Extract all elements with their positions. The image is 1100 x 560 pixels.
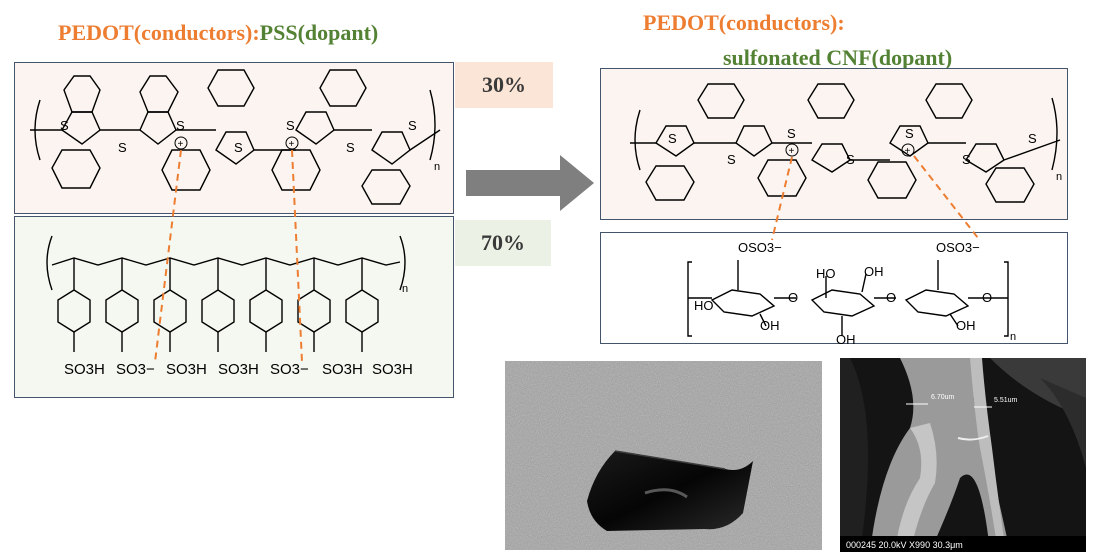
repeat-n: n: [402, 283, 408, 295]
left-title-pedot: PEDOT(conductors):: [58, 20, 260, 45]
cnf-hydroxyl-label-3: OH: [864, 264, 884, 279]
sulfur-label: S: [408, 118, 417, 133]
left-title: PEDOT(conductors):PSS(dopant): [58, 20, 378, 46]
charge-icon: [174, 136, 188, 150]
sulfur-label: S: [176, 118, 185, 133]
sulfonate-label-4: SO3H: [218, 361, 259, 378]
cnf-hydroxyl-label-2: OH: [760, 318, 780, 333]
arrow-icon: [466, 155, 594, 211]
oxygen-label: O: [788, 290, 798, 305]
sulfonate-label-2: SO3−: [116, 361, 155, 378]
oxygen-label: O: [982, 290, 992, 305]
sulfonate-label-6: SO3H: [322, 361, 363, 378]
sulfonate-label-1: SO3H: [64, 361, 105, 378]
charge-icon: [785, 143, 799, 157]
sulfur-label: S: [346, 140, 355, 155]
repeat-n: n: [1010, 331, 1016, 343]
sulfur-label: S: [905, 126, 914, 141]
pedot-chain-left: [30, 69, 441, 205]
cnf-labels: OSO3− OSO3− HO OH OH HO OH OH O O O: [694, 240, 992, 347]
sulfur-label: S: [286, 118, 295, 133]
fiber2-width-label: 5.51um: [994, 397, 1018, 404]
pss-chain: [46, 235, 406, 291]
ionic-interaction-line: [913, 155, 979, 239]
ratio-30-badge: 30%: [455, 62, 553, 108]
film-photo-image: [505, 361, 822, 550]
left-title-pss: PSS(dopant): [259, 20, 379, 45]
sulfur-label: S: [118, 140, 127, 155]
pss-sulfonate-labels: SO3H SO3− SO3H SO3H SO3− SO3H SO3H: [64, 361, 413, 378]
cnf-hydroxyl-label-4: HO: [816, 266, 836, 281]
sem-image: 6.70um 5.51um 000245 20.0kV X990 30.3μm: [840, 358, 1086, 552]
ionic-interaction-line: [771, 156, 793, 241]
sulfur-label: S: [234, 140, 243, 155]
charge-sign: +: [905, 146, 911, 157]
sulfur-label: S: [962, 152, 971, 167]
sulfur-label: S: [1028, 131, 1037, 146]
cnf-hydroxyl-label-5: OH: [836, 332, 856, 347]
sulfur-label: S: [60, 118, 69, 133]
sulfonate-label-3: SO3H: [166, 361, 207, 378]
sulfonate-label-7: SO3H: [372, 361, 413, 378]
right-title-line1: PEDOT(conductors):: [643, 10, 845, 35]
ionic-interaction-line: [291, 149, 303, 363]
sulfonate-label-5: SO3−: [270, 361, 309, 378]
sem-info-bar: 000245 20.0kV X990 30.3μm: [846, 540, 963, 550]
cnf-hydroxyl-label-1: HO: [694, 298, 714, 313]
repeat-n: n: [1056, 171, 1062, 183]
cnf-sulfate-label-1: OSO3−: [738, 240, 782, 255]
sulfur-label: S: [787, 126, 796, 141]
charge-icon: [901, 143, 915, 157]
cnf-sulfate-label-2: OSO3−: [936, 240, 980, 255]
oxygen-label: O: [886, 290, 896, 305]
ratio-70-badge: 70%: [455, 220, 551, 266]
cnf-hydroxyl-label-6: OH: [956, 318, 976, 333]
cnf-box: [600, 232, 1068, 344]
cnf-chain: [687, 260, 1009, 337]
charge-sign: +: [178, 139, 184, 150]
right-title-line2: sulfonated CNF(dopant): [723, 45, 953, 70]
fiber1-width-label: 6.70um: [931, 394, 955, 401]
sulfur-label: S: [846, 152, 855, 167]
repeat-n: n: [434, 161, 440, 173]
sem-micrograph: 6.70um 5.51um 000245 20.0kV X990 30.3μm: [840, 358, 1086, 552]
film-photo: [505, 361, 822, 550]
charge-icon: [285, 136, 299, 150]
sulfur-label: S: [727, 152, 736, 167]
pedot-chain-right: [630, 83, 1061, 203]
pss-benzene-rings: [57, 258, 379, 352]
charge-sign: +: [789, 146, 795, 157]
charge-sign: +: [289, 139, 295, 150]
sulfur-label: S: [668, 131, 677, 146]
